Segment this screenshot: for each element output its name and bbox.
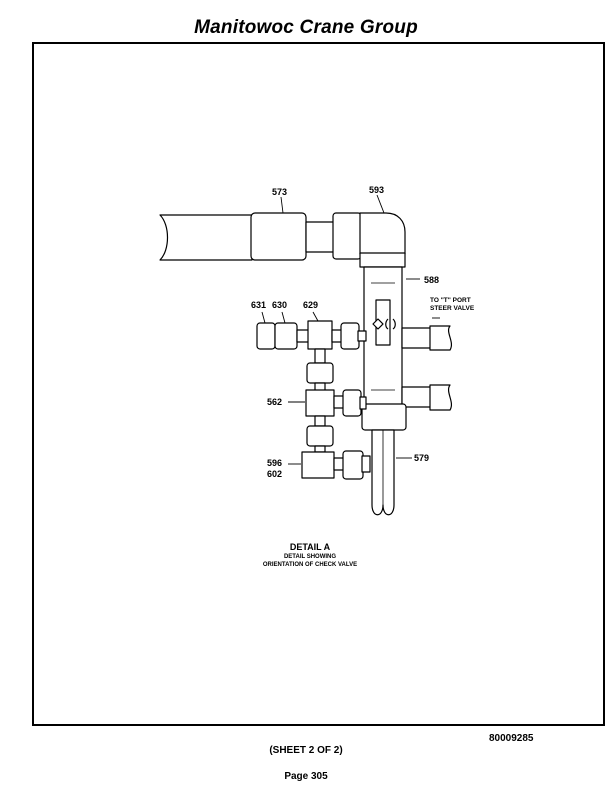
check-valve-arrow-symbol — [372, 318, 384, 330]
tee-629 — [307, 320, 333, 350]
page-header-title: Manitowoc Crane Group — [194, 17, 418, 38]
callout-629: 629 — [303, 300, 318, 310]
document-number: 80009285 — [489, 733, 534, 744]
callout-630: 630 — [272, 300, 287, 310]
fitting-562-nut — [342, 389, 362, 417]
leader-629 — [312, 311, 319, 322]
nut-593 — [332, 212, 362, 260]
leader-593 — [376, 194, 385, 214]
callout-562: 562 — [267, 397, 282, 407]
callout-631: 631 — [251, 300, 266, 310]
fitting-631 — [256, 322, 276, 350]
callout-579: 579 — [414, 453, 429, 463]
leader-631 — [261, 311, 266, 324]
steer-port-note-line2: STEER VALVE — [430, 305, 475, 312]
nut-579 — [361, 403, 407, 431]
leader-630 — [281, 311, 286, 324]
callout-596: 596 — [267, 458, 282, 468]
tee-596 — [301, 451, 335, 479]
callout-593: 593 — [369, 185, 384, 195]
drawing-frame — [32, 42, 605, 726]
detail-title: DETAIL A — [290, 542, 331, 552]
elbow-nut-lower — [359, 252, 406, 268]
callout-588: 588 — [424, 275, 439, 285]
port-tube-lower — [401, 386, 433, 408]
detail-line1: DETAIL SHOWING — [284, 554, 336, 560]
tee-562 — [305, 389, 335, 417]
steer-port-note-line1: TO "T" PORT — [430, 297, 471, 304]
sheet-label: (SHEET 2 OF 2) — [269, 745, 343, 756]
hose-573 — [159, 214, 253, 261]
hose-tube-573 — [305, 221, 335, 253]
leader-573 — [280, 196, 284, 214]
fitting-mid-upper — [306, 362, 334, 384]
fitting-602-nut — [342, 450, 364, 480]
elbow-593 — [359, 212, 406, 255]
callout-602: 602 — [267, 469, 282, 479]
fitting-mid-lower — [306, 425, 334, 447]
port-tube-steer — [401, 327, 433, 349]
steer-hose — [429, 325, 453, 351]
fitting-629-nut — [340, 322, 360, 350]
hose-ferrule-573 — [250, 212, 307, 261]
detail-line2: ORIENTATION OF CHECK VALVE — [263, 562, 357, 568]
fitting-630 — [274, 322, 298, 350]
callout-573: 573 — [272, 187, 287, 197]
page-number: Page 305 — [284, 771, 328, 782]
lower-hose — [429, 384, 453, 411]
